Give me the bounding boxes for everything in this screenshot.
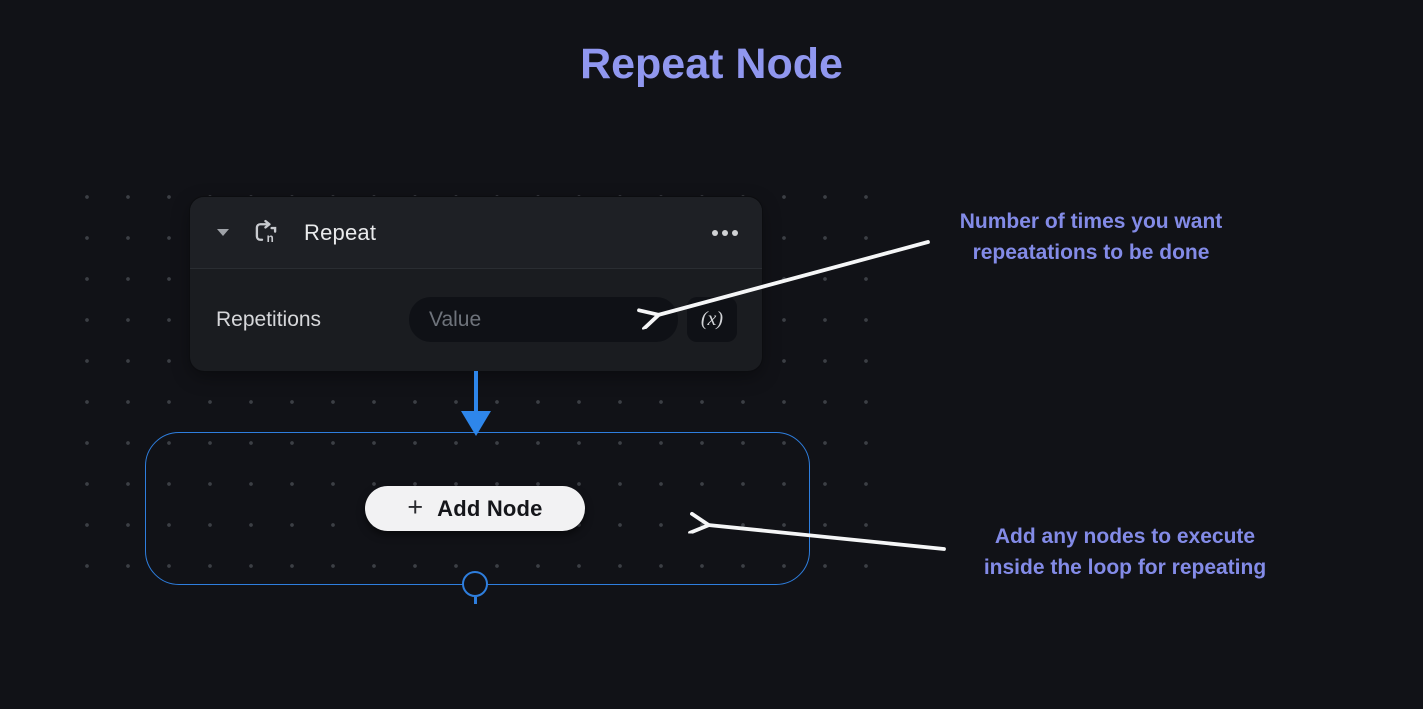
expression-variable-button[interactable]: (x): [687, 297, 737, 342]
ellipsis-menu-icon[interactable]: [710, 224, 740, 242]
page-title: Repeat Node: [580, 40, 843, 88]
ellipsis-dot: [732, 229, 738, 236]
output-connector-handle[interactable]: [462, 571, 488, 597]
add-node-button[interactable]: + Add Node: [365, 486, 585, 531]
collapse-caret-icon[interactable]: [217, 229, 229, 236]
add-node-label: Add Node: [437, 495, 543, 521]
plus-icon: +: [407, 491, 424, 522]
repetitions-label: Repetitions: [216, 307, 322, 331]
node-body: Repetitions (x): [190, 269, 762, 370]
annotation-loop: Add any nodes to execute inside the loop…: [960, 521, 1290, 583]
output-connector-stub: [474, 597, 477, 604]
annotation-repetitions-line2: repeatations to be done: [972, 241, 1210, 264]
annotation-loop-line2: inside the loop for repeating: [983, 556, 1267, 579]
node-header: n Repeat: [190, 197, 762, 269]
repetitions-input[interactable]: [409, 297, 678, 342]
node-title: Repeat: [304, 219, 377, 245]
annotation-repetitions: Number of times you want repeatations to…: [936, 206, 1246, 268]
svg-text:n: n: [267, 231, 274, 244]
annotation-loop-line1: Add any nodes to execute: [994, 525, 1256, 548]
ellipsis-dot: [712, 229, 718, 236]
repeat-node-card[interactable]: n Repeat Repetitions (x): [190, 197, 762, 371]
repeat-n-icon: n: [252, 219, 280, 247]
annotation-repetitions-line1: Number of times you want: [959, 210, 1223, 233]
ellipsis-dot: [722, 229, 728, 236]
